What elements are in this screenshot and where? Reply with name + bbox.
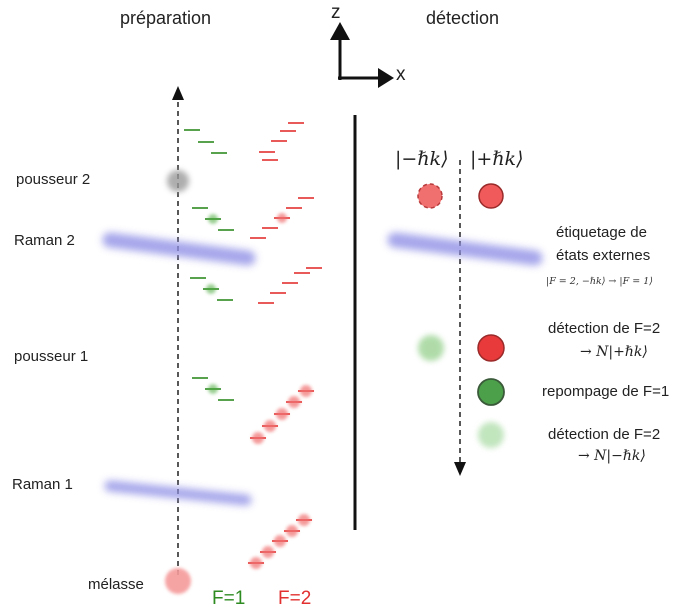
- cloud-minus-hk-top: [417, 183, 443, 209]
- cloud-minus-hk-detect1: [418, 335, 444, 361]
- label-pousseur-2: pousseur 2: [16, 171, 91, 188]
- cloud-plus-hk-top: [478, 183, 504, 209]
- ket-minus-hk: |−ℏk⟩: [395, 148, 449, 170]
- tagging-beam: [387, 232, 543, 266]
- label-f2: F=2: [278, 588, 312, 609]
- label-melasse: mélasse: [88, 576, 144, 593]
- pousseur2-cloud: [167, 170, 189, 192]
- label-tagging-formula: |F = 2, −ℏk⟩ → |F = 1⟩: [546, 276, 653, 287]
- raman1-beam: [104, 480, 252, 506]
- heading-preparation: préparation: [120, 8, 212, 28]
- label-f1: F=1: [212, 588, 246, 609]
- f1-level-ladders: [184, 129, 234, 401]
- cloud-plus-hk-detect1: [477, 334, 505, 362]
- axis-x-label: x: [396, 64, 406, 85]
- label-detection-f2-second: détection de F=2: [548, 426, 661, 443]
- cloud-plus-hk-detect2: [478, 422, 504, 448]
- ket-plus-hk: |+ℏk⟩: [470, 148, 524, 170]
- detection-trajectory: [454, 160, 466, 476]
- f2-populations: [250, 213, 312, 569]
- label-pousseur-1: pousseur 1: [14, 348, 89, 365]
- label-detection-f2-first: détection de F=2: [548, 320, 661, 337]
- axis-z-label: z: [331, 2, 341, 23]
- label-n-minus-hk: → N|−ℏk⟩: [578, 448, 646, 464]
- label-raman-1: Raman 1: [12, 476, 73, 493]
- label-tagging-line2: états externes: [556, 247, 651, 264]
- cloud-plus-hk-repump: [477, 378, 505, 406]
- axis-arrows: [330, 22, 394, 88]
- label-repump-f1: repompage de F=1: [542, 383, 670, 400]
- label-n-plus-hk: → N|+ℏk⟩: [580, 344, 648, 360]
- melasse-cloud: [165, 568, 191, 594]
- label-tagging-line1: étiquetage de: [556, 224, 647, 241]
- f1-populations: [206, 214, 218, 394]
- heading-detection: détection: [426, 8, 500, 28]
- label-raman-2: Raman 2: [14, 232, 75, 249]
- raman2-beam: [102, 232, 256, 266]
- preparation-trajectory: [172, 86, 184, 575]
- f2-level-ladders: [248, 122, 322, 564]
